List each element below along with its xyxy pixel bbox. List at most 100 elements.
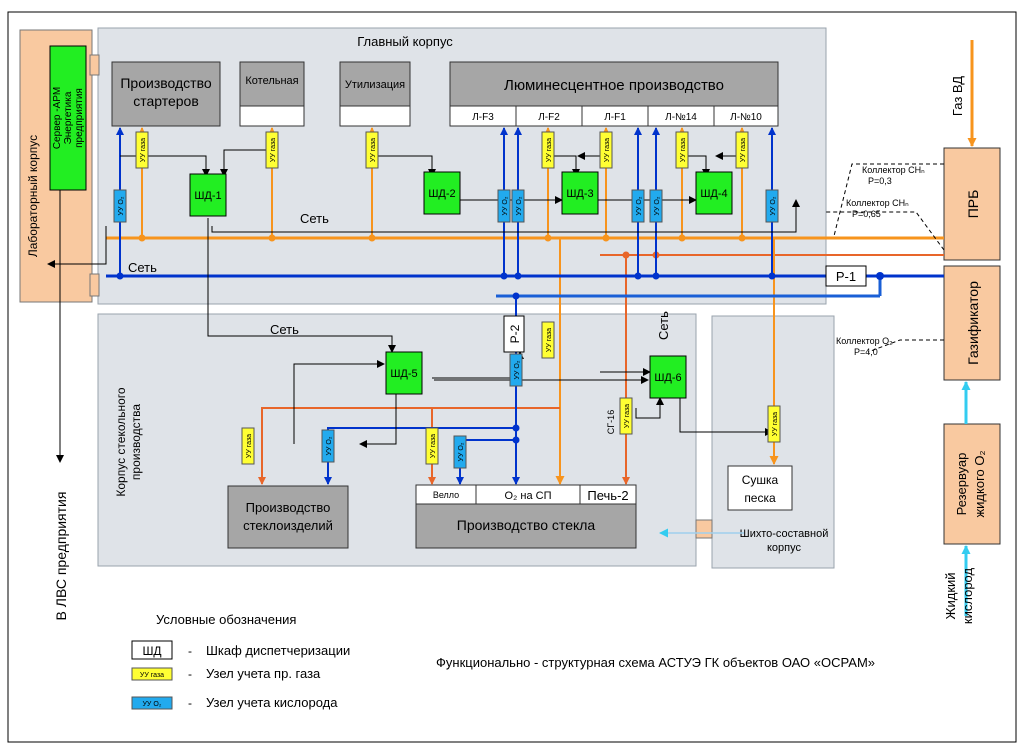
o2-sp-label: O₂ на СП <box>505 490 552 502</box>
cabinet-label-3: ШД-3 <box>566 188 593 200</box>
cabinet-2 <box>423 171 461 215</box>
gas-meter-3 <box>365 131 379 169</box>
collector-ch-03-leader <box>833 163 944 237</box>
o2-meter-label-4: УУ O₂ <box>636 196 643 215</box>
glass-production <box>415 503 637 549</box>
network-line-5 <box>372 155 436 177</box>
gas-meter-label-3: УУ газа <box>370 138 377 162</box>
legend-gas-symbol-text: УУ газа <box>140 672 164 679</box>
gas-meter-label-5: УУ газа <box>604 138 611 162</box>
regulator-p2 <box>503 315 525 353</box>
utilization-lower <box>339 105 411 127</box>
gasifier-facility <box>943 265 1001 381</box>
diagram-caption: Функционально - структурная схема АСТУЭ … <box>436 655 875 670</box>
line-cell-5 <box>713 105 779 127</box>
o2-junction-2 <box>500 272 508 280</box>
liquid-o2-line1: Жидкий <box>943 572 958 619</box>
cabinet-4 <box>695 171 733 215</box>
o2-meter-5 <box>649 189 663 223</box>
gas-junction-2 <box>268 234 276 242</box>
o2-meter-3 <box>511 189 525 223</box>
lab-stub-top <box>89 54 100 76</box>
legend-o2-text: Узел учета кислорода <box>206 695 338 710</box>
network-line-1 <box>47 226 107 268</box>
outer-frame <box>7 11 1017 743</box>
utilization <box>339 61 411 107</box>
gas-meter-4 <box>541 131 555 169</box>
o2-glass-junction-1 <box>512 424 520 432</box>
vello-label: Велло <box>433 490 459 500</box>
server-line1: Сервер -АРМ <box>52 87 63 149</box>
gas-to-glassware <box>258 407 560 485</box>
furnace-label: Печь-2 <box>587 488 628 503</box>
network-line-8 <box>682 155 710 177</box>
glass-building-line2: производства <box>129 404 143 480</box>
boiler-house-lower <box>239 105 305 127</box>
glassware-production <box>227 485 349 549</box>
o2-meter-label-5: УУ O₂ <box>654 196 661 215</box>
gas-junction-3 <box>368 234 376 242</box>
o2-meter-2 <box>497 189 511 223</box>
o2-meter-7 <box>509 353 523 387</box>
network-line-16 <box>635 397 664 419</box>
o2-junction-4 <box>634 272 642 280</box>
luminescent-label: Люминесцентное производство <box>504 77 724 94</box>
line-label-5: Л-№10 <box>730 112 762 123</box>
cabinet-6 <box>649 355 687 399</box>
gas-branches <box>137 127 779 485</box>
net-label-glass: Сеть <box>270 322 299 337</box>
legend-o2-symbol-text: УУ O₂ <box>142 701 161 708</box>
cabinet-label-1: ШД-1 <box>194 190 221 202</box>
lab-building-label: Лабораторный корпус <box>26 135 40 257</box>
cabinet-label-6: ШД-6 <box>654 372 681 384</box>
gas-meter-label-10: УУ газа <box>772 412 779 436</box>
o2-junction-1 <box>116 272 124 280</box>
legend-gas-dash: - <box>188 667 192 681</box>
lab-stub-bottom <box>89 273 100 297</box>
o2-meter-label-9: УУ O₂ <box>458 442 465 461</box>
gas-meter-label-8: УУ газа <box>546 328 553 352</box>
sand-building-line1: Шихто-составной <box>740 528 829 540</box>
o2-junction-3 <box>514 272 522 280</box>
cabinet-label-2: ШД-2 <box>428 188 455 200</box>
o2-glass-junction-2 <box>512 436 520 444</box>
o2-meter-label-3: УУ O₂ <box>516 196 523 215</box>
line-label-3: Л-F1 <box>604 112 626 123</box>
o2-meter-label-2: УУ O₂ <box>502 196 509 215</box>
gas-junction-6 <box>678 234 686 242</box>
glass-production-label: Производство стекла <box>457 517 596 533</box>
network-line-15 <box>679 398 773 436</box>
net-label-shd6: Сеть <box>656 311 671 340</box>
gas-meter-label-12: УУ газа <box>246 434 253 458</box>
glassware-line2: стеклоизделий <box>243 518 333 533</box>
network-line-11 <box>293 360 385 444</box>
net-label-lab: Сеть <box>128 260 157 275</box>
network-line-6 <box>548 155 580 177</box>
utilization-label: Утилизация <box>345 79 405 91</box>
sg16-label: СГ-16 <box>606 410 616 434</box>
metering-nodes: УУ газа УУ газа УУ газа УУ газа УУ газа УУ га… <box>113 131 781 469</box>
gas-meter-9 <box>619 397 633 435</box>
gas-meter-5 <box>599 131 613 169</box>
collector-ch-03-name: Коллектор CHₙ <box>862 165 925 175</box>
cabinet-1 <box>189 173 227 217</box>
line-label-2: Л-F2 <box>538 112 560 123</box>
o2-to-glassware <box>324 427 516 485</box>
gas-meter-label-9: УУ газа <box>624 404 631 428</box>
gas-meter-label-7: УУ газа <box>740 138 747 162</box>
legend-cabinet-dash: - <box>188 644 192 658</box>
prb-label: ПРБ <box>965 190 981 219</box>
gas-meter-12 <box>241 427 255 465</box>
gas-vd-label: Газ ВД <box>950 76 965 116</box>
reservoir-line2: жидкого O₂ <box>972 450 987 517</box>
cabinet-label-5: ШД-5 <box>390 368 417 380</box>
gas2-junction-1 <box>622 251 630 259</box>
o2-meter-4 <box>631 189 645 223</box>
legend-cabinet-text: Шкаф диспетчеризации <box>206 643 350 658</box>
gas-junction-5 <box>602 234 610 242</box>
network-lines <box>47 149 800 448</box>
gasifier-label: Газификатор <box>965 281 981 365</box>
legend-cabinet-symbol-text: ШД <box>142 644 161 658</box>
